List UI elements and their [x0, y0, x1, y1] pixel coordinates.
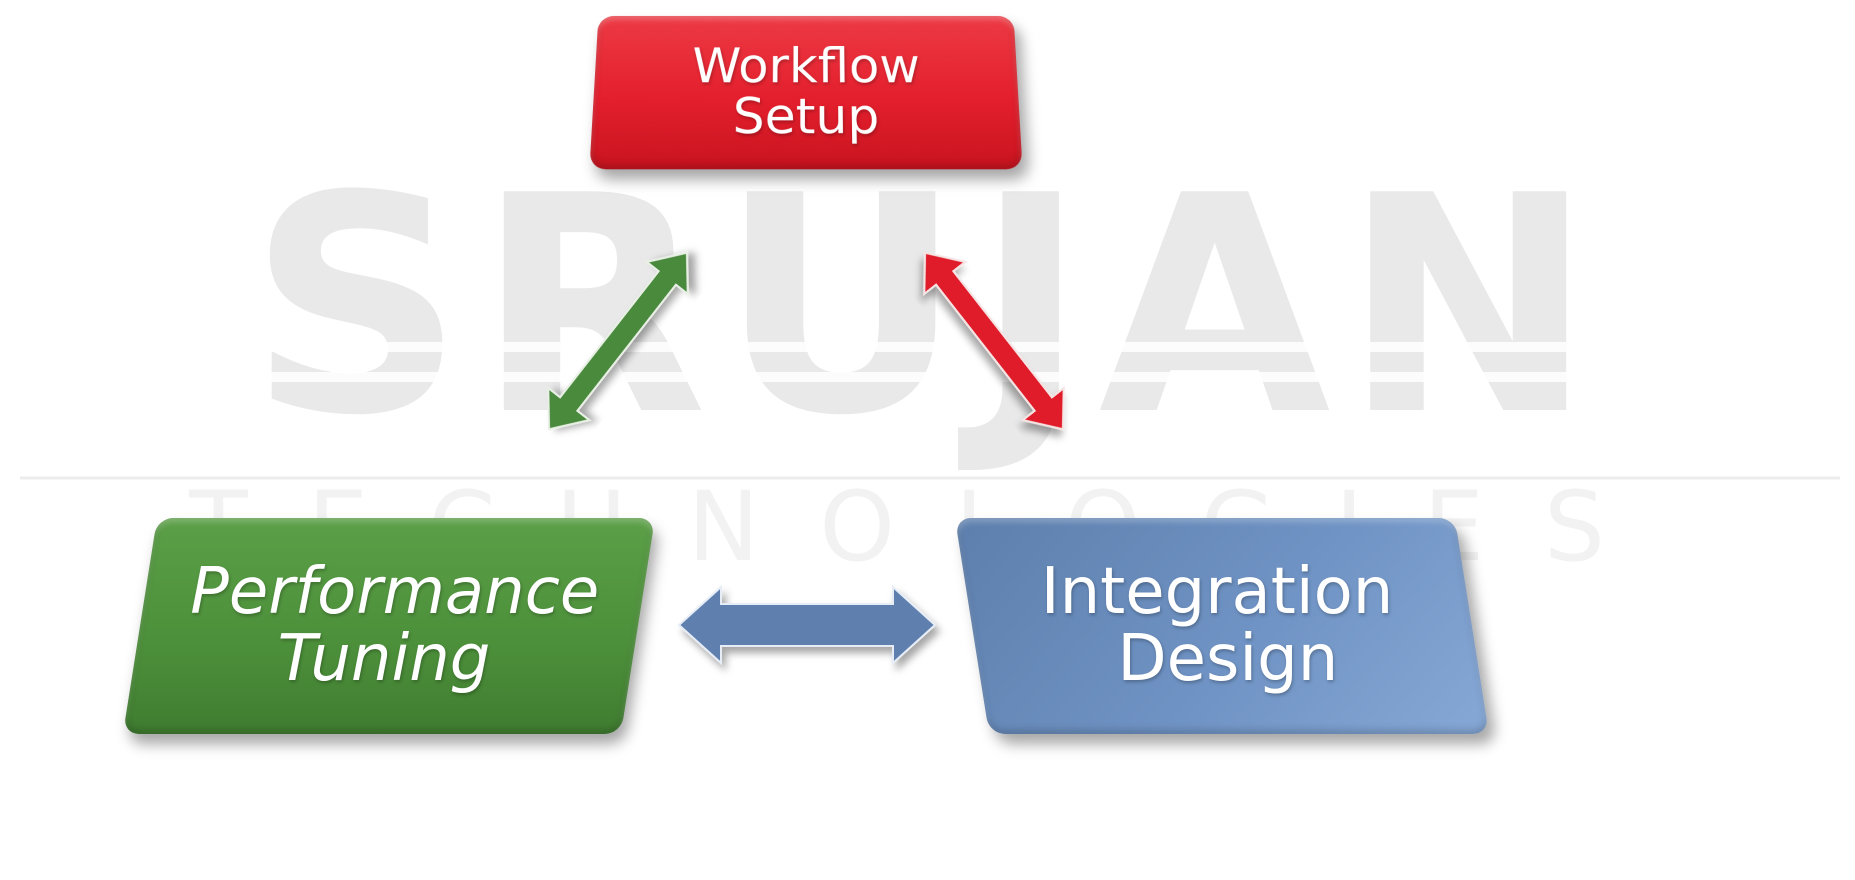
watermark-main-text: SRUJAN [248, 132, 1606, 481]
node-workflow-line1: Workflow [691, 37, 921, 94]
node-integration-line1: Integration [1040, 554, 1394, 629]
node-integration-line2: Design [1116, 622, 1338, 696]
node-workflow-setup: Workflow Setup [589, 15, 1023, 170]
arrow-workflow-integration [923, 251, 1065, 431]
arrow-performance-integration [677, 584, 937, 666]
node-performance-tuning: Performance Tuning [122, 518, 656, 734]
arrow-performance-workflow [547, 251, 689, 431]
node-performance-line1: Performance [189, 554, 599, 629]
node-workflow-line2: Setup [732, 88, 880, 146]
node-performance-line2: Tuning [277, 622, 491, 696]
node-integration-design: Integration Design [954, 518, 1490, 734]
